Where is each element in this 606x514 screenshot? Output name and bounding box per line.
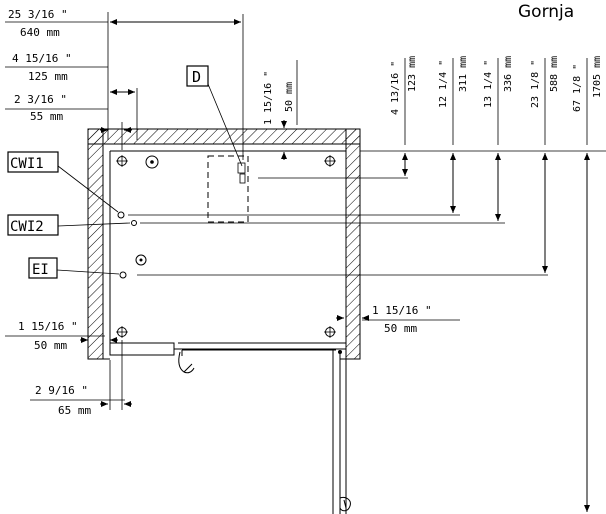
inner-compartment — [109, 150, 347, 350]
vertical-dimensions: 1 15/16 " 50 mm 4 13/16 " 123 mm 12 1/4 … — [263, 56, 606, 512]
drawing-title: Gornja — [518, 2, 574, 22]
svg-text:2 9/16 ": 2 9/16 " — [35, 384, 88, 397]
svg-text:25 3/16 ": 25 3/16 " — [8, 8, 68, 21]
door — [109, 342, 351, 514]
svg-text:EI: EI — [32, 262, 49, 278]
svg-text:CWI2: CWI2 — [10, 219, 44, 235]
callout-cwi2: CWI2 — [7, 214, 131, 236]
svg-text:311 mm: 311 mm — [458, 56, 469, 92]
svg-text:50 mm: 50 mm — [34, 339, 67, 352]
svg-text:D: D — [192, 68, 201, 86]
dim-offset-125: 4 15/16 " 125 mm — [5, 52, 138, 140]
svg-text:67 1/8 ": 67 1/8 " — [572, 64, 583, 112]
svg-text:4 13/16 ": 4 13/16 " — [390, 61, 401, 115]
dim-offset-55: 2 3/16 " 55 mm — [5, 93, 132, 150]
svg-text:588 mm: 588 mm — [549, 56, 560, 92]
svg-text:50 mm: 50 mm — [284, 82, 295, 112]
svg-text:1705 mm: 1705 mm — [592, 56, 603, 98]
dim-left-50: 1 15/16 " 50 mm — [5, 320, 118, 352]
svg-text:123 mm: 123 mm — [407, 56, 418, 92]
svg-text:CWI1: CWI1 — [10, 156, 44, 172]
svg-text:65 mm: 65 mm — [58, 404, 91, 417]
svg-text:336 mm: 336 mm — [503, 56, 514, 92]
dim-width-640: 25 3/16 " 640 mm — [5, 8, 244, 160]
dim-right-50: 1 15/16 " 50 mm — [336, 304, 460, 335]
svg-text:23 1/8 ": 23 1/8 " — [530, 60, 541, 108]
cabinet-wall — [87, 128, 361, 360]
svg-text:125 mm: 125 mm — [28, 70, 68, 83]
svg-text:1 15/16 ": 1 15/16 " — [18, 320, 78, 333]
callout-d: D — [186, 65, 243, 167]
svg-text:50 mm: 50 mm — [384, 322, 417, 335]
mounting-holes — [116, 155, 336, 338]
connection-points — [117, 177, 548, 279]
svg-text:12 1/4 ": 12 1/4 " — [438, 60, 449, 108]
svg-text:13 1/4 ": 13 1/4 " — [483, 60, 494, 108]
svg-text:2 3/16 ": 2 3/16 " — [14, 93, 67, 106]
svg-text:1 15/16 ": 1 15/16 " — [372, 304, 432, 317]
dim-left-65: 2 9/16 " 65 mm — [30, 340, 132, 417]
callout-ei: EI — [28, 257, 120, 279]
svg-text:4 15/16 ": 4 15/16 " — [12, 52, 72, 65]
svg-text:1 15/16 ": 1 15/16 " — [263, 71, 274, 125]
dashed-panel — [207, 155, 249, 223]
callout-cwi1: CWI1 — [7, 151, 119, 213]
svg-text:640 mm: 640 mm — [20, 26, 60, 39]
svg-text:55 mm: 55 mm — [30, 110, 63, 123]
